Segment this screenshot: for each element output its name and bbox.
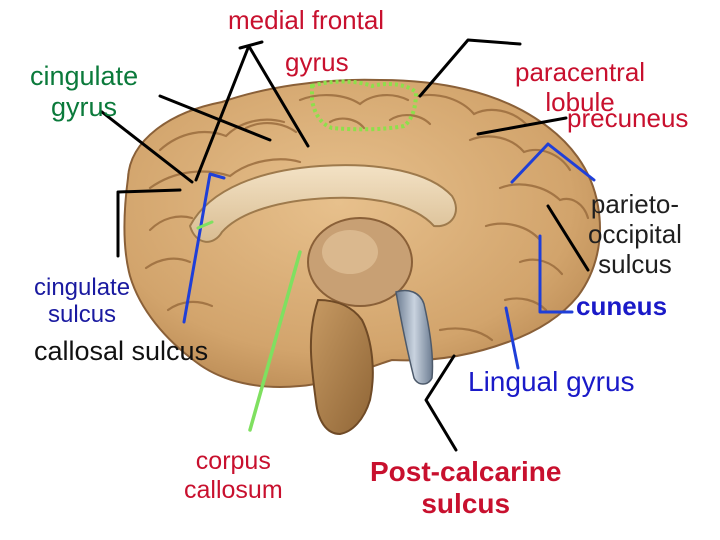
pointer-cingulate-gyrus-b xyxy=(158,94,272,142)
pointer-parieto-occipital-b xyxy=(546,204,590,272)
label-post-calcarine-sulcus-text: Post-calcarine sulcus xyxy=(370,456,562,520)
pointer-post-calcarine xyxy=(424,354,458,452)
label-medial-frontal-gyrus-line2: gyrus xyxy=(285,47,349,78)
pointer-paracentral xyxy=(418,38,522,98)
label-cingulate-sulcus-text: cingulate sulcus xyxy=(34,273,131,329)
label-parieto-occipital-sulcus-text: parieto- occipital sulcus xyxy=(588,188,682,279)
vessel xyxy=(395,289,434,385)
label-cuneus-text: cuneus xyxy=(576,291,668,321)
label-medial-frontal-gyrus-line1: medial frontal xyxy=(228,5,385,36)
label-precuneus: precuneus xyxy=(567,103,689,134)
label-paracentral-lobule-text: paracentral lobule xyxy=(515,56,646,117)
pointer-cingulate-sulcus-b xyxy=(182,172,226,324)
label-lingual-gyrus-text: Lingual gyrus xyxy=(468,366,635,397)
paracentral-region-outline xyxy=(310,79,419,132)
label-cingulate-sulcus: cingulate sulcus xyxy=(34,246,130,329)
label-callosal-sulcus: callosal sulcus xyxy=(34,336,208,367)
pointer-medial-frontal-b xyxy=(194,46,250,182)
pointer-cingulate-gyrus-a xyxy=(100,110,194,184)
label-precuneus-text: precuneus xyxy=(567,103,689,133)
label-corpus-callosum-text: corpus callosum xyxy=(184,446,283,504)
brainstem xyxy=(309,298,374,436)
label-paracentral-lobule: paracentral lobule xyxy=(515,28,645,118)
label-medial-frontal-gyrus-line2-text: gyrus xyxy=(285,47,349,77)
label-corpus-callosum: corpus callosum xyxy=(184,418,283,504)
pointer-medial-frontal-c xyxy=(248,46,310,148)
thalamus-highlight xyxy=(322,230,378,274)
label-post-calcarine-sulcus: Post-calcarine sulcus xyxy=(370,424,561,521)
pointer-medial-frontal-a xyxy=(238,40,264,50)
corpus-callosum-shape xyxy=(188,164,457,243)
pointer-cingulate-sulcus-a xyxy=(116,188,182,258)
label-callosal-sulcus-text: callosal sulcus xyxy=(34,336,209,366)
label-lingual-gyrus: Lingual gyrus xyxy=(468,366,635,398)
label-cingulate-gyrus: cingulate gyrus xyxy=(30,30,138,123)
pointer-lines xyxy=(100,38,596,452)
gyri-folds xyxy=(144,93,590,342)
label-medial-frontal-gyrus-line1-text: medial frontal xyxy=(228,5,385,35)
label-parieto-occipital-sulcus: parieto- occipital sulcus xyxy=(588,160,682,280)
pointer-cuneus xyxy=(538,234,574,314)
pointer-callosal-sulcus xyxy=(196,220,214,230)
pointer-precuneus xyxy=(476,116,568,136)
label-cingulate-gyrus-text: cingulate gyrus xyxy=(30,61,139,123)
pointer-lingual xyxy=(504,306,520,370)
pointer-parieto-occipital-a xyxy=(510,142,596,184)
pointer-corpus-callosum xyxy=(248,250,302,432)
label-cuneus: cuneus xyxy=(576,291,668,322)
